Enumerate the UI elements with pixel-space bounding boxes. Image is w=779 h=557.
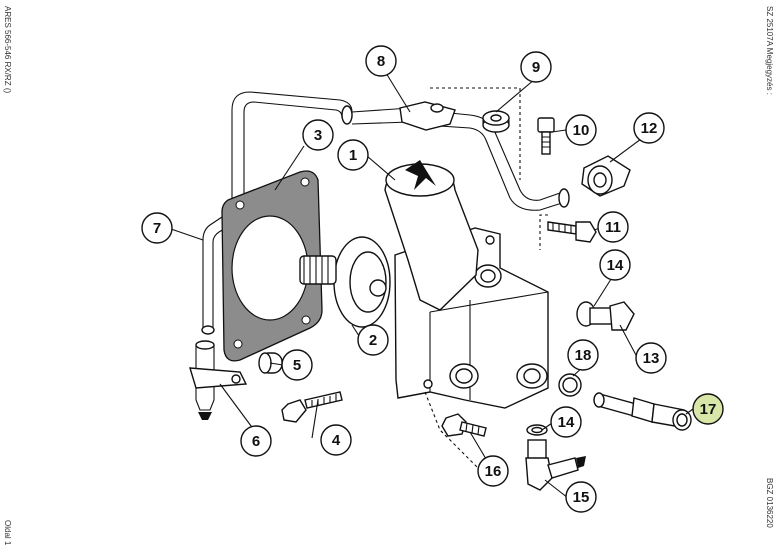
svg-text:9: 9 (532, 59, 540, 76)
elbow-fitting-part-15 (525, 424, 586, 491)
callout-14-top[interactable]: 14 (599, 249, 631, 281)
svg-text:5: 5 (293, 357, 301, 374)
callout-17[interactable]: 17 (692, 393, 724, 425)
callout-6[interactable]: 6 (240, 425, 272, 457)
svg-text:16: 16 (485, 463, 502, 480)
callout-1[interactable]: 1 (337, 139, 369, 171)
svg-text:6: 6 (252, 433, 260, 450)
bolt-part-10 (537, 117, 555, 155)
svg-text:18: 18 (575, 347, 592, 364)
svg-text:3: 3 (314, 127, 322, 144)
callout-11[interactable]: 11 (597, 211, 629, 243)
svg-text:12: 12 (641, 120, 658, 137)
svg-text:15: 15 (573, 489, 590, 506)
callout-16[interactable]: 16 (477, 455, 509, 487)
bolt-part-11 (547, 221, 597, 243)
sensor-part-12 (581, 155, 631, 197)
coolant-pipe (189, 91, 570, 420)
bolt-part-4 (281, 391, 343, 423)
callout-14-bottom[interactable]: 14 (550, 406, 582, 438)
callout-4[interactable]: 4 (320, 424, 352, 456)
plug-part-13 (576, 301, 635, 331)
gasket-part-3 (221, 170, 323, 362)
svg-text:7: 7 (153, 220, 161, 237)
svg-text:1: 1 (349, 147, 357, 164)
svg-text:8: 8 (377, 53, 385, 70)
temperature-sensor-part-17 (593, 392, 692, 431)
callout-10[interactable]: 10 (565, 114, 597, 146)
o-ring-part-18 (558, 373, 582, 397)
thermostat-housing (384, 160, 549, 409)
bolt-part-16 (441, 413, 487, 437)
callout-7[interactable]: 7 (141, 212, 173, 244)
callout-3[interactable]: 3 (302, 119, 334, 151)
svg-text:14: 14 (607, 257, 624, 274)
svg-text:4: 4 (332, 432, 341, 449)
svg-text:2: 2 (369, 332, 377, 349)
svg-text:13: 13 (643, 350, 660, 367)
svg-text:11: 11 (605, 219, 621, 236)
callout-12[interactable]: 12 (633, 112, 665, 144)
thermostat-part-2 (299, 236, 391, 328)
svg-text:14: 14 (558, 414, 575, 431)
callout-18[interactable]: 18 (567, 339, 599, 371)
callout-13[interactable]: 13 (635, 342, 667, 374)
callout-8[interactable]: 8 (365, 45, 397, 77)
callout-15[interactable]: 15 (565, 481, 597, 513)
callout-2[interactable]: 2 (357, 324, 389, 356)
callout-5[interactable]: 5 (281, 349, 313, 381)
callout-9[interactable]: 9 (520, 51, 552, 83)
svg-text:10: 10 (573, 122, 590, 139)
washer-part-9 (482, 110, 510, 133)
svg-text:17: 17 (700, 401, 717, 418)
